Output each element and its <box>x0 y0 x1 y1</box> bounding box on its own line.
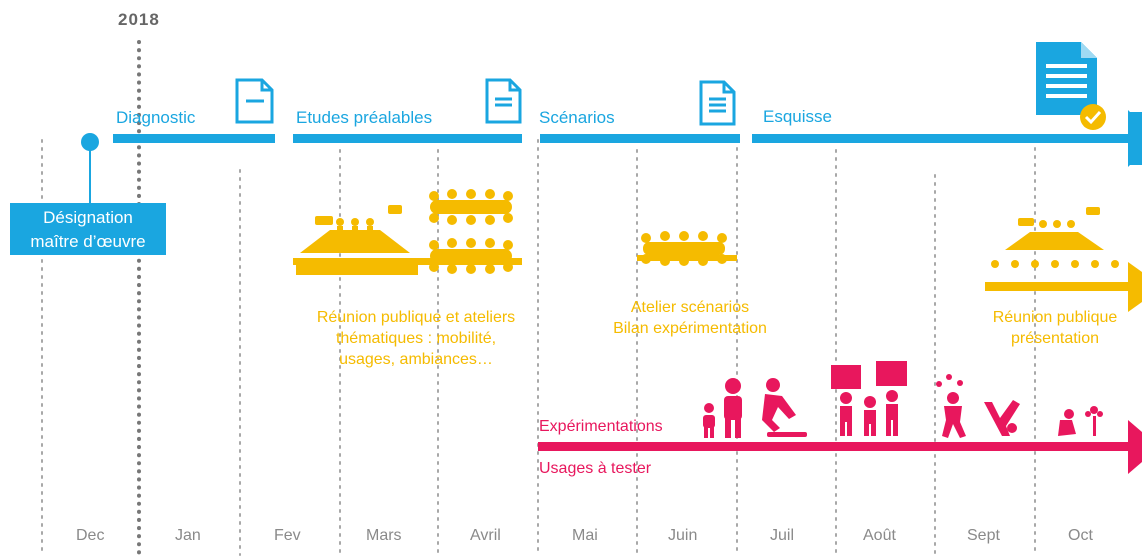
month-label: Sept <box>967 527 1000 544</box>
event-meeting-presentation-line-1: Réunion publique <box>992 309 1118 326</box>
workshop-table-icon <box>429 238 513 274</box>
experiments-bar <box>538 420 1142 474</box>
event-workshop-line-2: Bilan expérimentation <box>613 320 767 337</box>
month-label: Avril <box>470 527 501 544</box>
month-label: Fev <box>274 527 301 544</box>
meeting-icon <box>296 205 418 275</box>
year-label: 2018 <box>118 10 160 29</box>
phase-label-etudes: Etudes préalables <box>296 108 433 127</box>
month-label: Août <box>863 527 896 544</box>
event-workshop-scenarios: Atelier scénarios Bilan expérimentation <box>596 297 784 339</box>
designation-line-1: Désignation <box>43 208 133 227</box>
experiments-sublabel: Usages à tester <box>539 460 652 477</box>
document-icon <box>699 80 736 126</box>
family-icon <box>703 378 742 438</box>
protest-icon <box>831 361 907 436</box>
event-meeting-thematic-line-1: Réunion publique et ateliers <box>316 309 516 326</box>
month-label: Jan <box>175 527 201 544</box>
meeting-icon <box>991 207 1119 268</box>
phase-label-esquisse: Esquisse <box>763 107 832 126</box>
month-label: Mai <box>572 527 598 544</box>
dancer-icon <box>984 400 1020 436</box>
event-workshop-line-1: Atelier scénarios <box>630 299 750 316</box>
month-label: Mars <box>366 527 402 544</box>
checked-document-icon <box>1036 42 1106 130</box>
phase-bars <box>113 110 1142 167</box>
month-gridlines <box>41 139 1036 556</box>
gardener-icon <box>1058 406 1103 436</box>
month-label: Oct <box>1068 527 1093 544</box>
workshop-table-icon <box>641 231 727 266</box>
month-label: Juin <box>668 527 698 544</box>
month-label: Dec <box>76 527 105 544</box>
designation-line-2: maître d’œuvre <box>30 232 146 251</box>
document-icon <box>485 78 522 124</box>
experiments-label: Expérimentations <box>539 418 663 435</box>
month-label: Juil <box>770 527 795 544</box>
event-meeting-thematic-line-2: thématiques : mobilité, <box>335 330 497 347</box>
event-meeting-presentation: Réunion publique présentation <box>980 307 1130 349</box>
document-icon <box>235 78 274 124</box>
juggler-icon <box>936 374 966 438</box>
event-meeting-thematic: Réunion publique et ateliers thématiques… <box>296 307 536 370</box>
phase-label-scenarios: Scénarios <box>539 108 615 127</box>
workshop-table-icon <box>429 189 513 225</box>
skateboarder-icon <box>762 378 807 437</box>
designation-dot <box>81 133 99 151</box>
event-meeting-presentation-line-2: présentation <box>1010 330 1100 347</box>
event-meeting-thematic-line-3: usages, ambiances… <box>339 351 493 368</box>
designation-box: Désignation maître d’œuvre <box>10 203 166 255</box>
phase-label-diagnostic: Diagnostic <box>116 108 196 127</box>
